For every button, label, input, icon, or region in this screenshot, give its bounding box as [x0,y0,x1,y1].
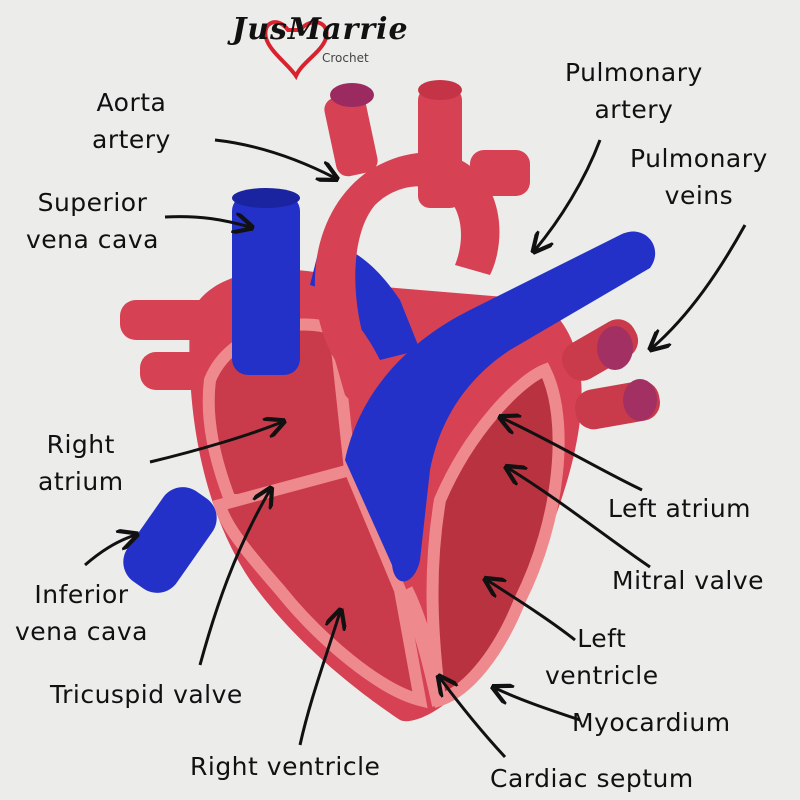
arrow-cardiac-septum [440,678,505,757]
label-pulmonary-veins: Pulmonary veins [630,140,768,214]
logo-text: JusMarrie [232,12,409,47]
logo-subtitle: Crochet [322,51,369,65]
label-pulmonary-artery: Pulmonary artery [565,54,703,128]
arrow-pulmonary-veins [652,225,745,348]
label-myocardium: Myocardium [572,704,731,741]
arrow-aorta [215,140,335,178]
label-right-atrium: Right atrium [38,426,124,500]
label-left-ventricle: Left ventricle [545,620,659,694]
label-superior-vena-cava: Superior vena cava [26,184,159,258]
label-cardiac-septum: Cardiac septum [490,760,694,797]
arrow-pulmonary-artery [535,140,600,250]
label-mitral-valve: Mitral valve [612,562,764,599]
label-inferior-vena-cava: Inferior vena cava [15,576,148,650]
label-right-ventricle: Right ventricle [190,748,380,785]
label-left-atrium: Left atrium [608,490,751,527]
label-aorta: Aorta artery [92,84,171,158]
label-tricuspid-valve: Tricuspid valve [50,676,243,713]
